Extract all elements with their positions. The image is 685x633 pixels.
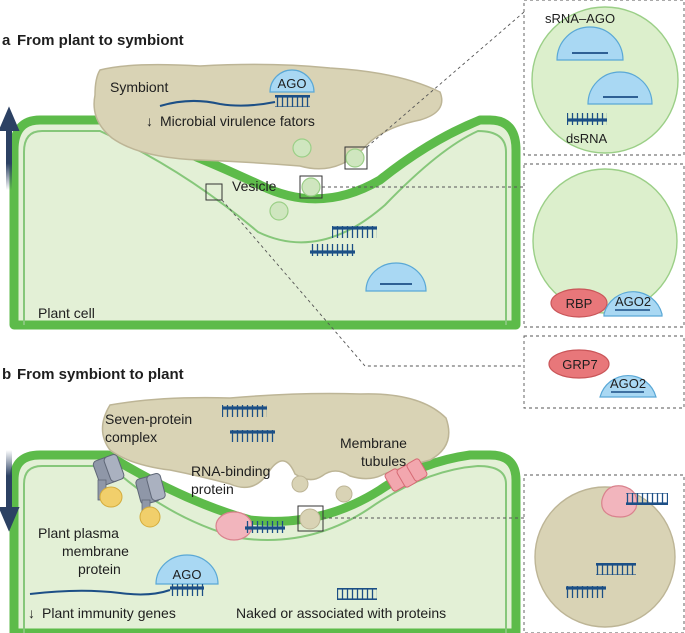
rna-strand-symbiont	[159, 100, 276, 107]
symbiont-a	[93, 63, 443, 170]
inset-b1-dsrna-1	[626, 493, 668, 505]
grp7-label: GRP7	[562, 357, 597, 372]
seven-protein-label-1: Seven-protein	[105, 411, 192, 427]
dsrna-label: dsRNA	[566, 131, 608, 146]
inset-a1: sRNA–AGO dsRNA	[523, 0, 685, 156]
inset-a3-grp7	[548, 349, 610, 379]
inset-a1-ago-2	[587, 71, 653, 105]
inset-a1-frame	[523, 0, 685, 156]
leader-a1	[366, 11, 525, 148]
ago-protein-symbiont	[269, 69, 315, 93]
symbiont-b	[101, 392, 450, 488]
arrow-down-b	[0, 450, 20, 532]
plant-cell-a-membrane	[23, 129, 507, 325]
panel-a: a From plant to symbiont Symbiont AGO ↓ …	[0, 11, 525, 367]
rbp-label: RBP	[566, 296, 593, 311]
symbiont-vesicle-2	[335, 485, 353, 503]
plant-plasma-label-2: membrane	[62, 543, 129, 559]
inset-a1-dsrna	[567, 113, 607, 125]
inset-a2-vesicle	[532, 168, 678, 314]
inset-a2-frame	[523, 163, 685, 328]
inset-a2-rbp	[550, 288, 608, 318]
vesicle-4	[269, 201, 289, 221]
zoom-box-b1	[297, 505, 324, 532]
plant-plasma-label-3: protein	[78, 561, 121, 577]
inset-a3-frame	[523, 335, 685, 409]
ago-label-symbiont: AGO	[278, 76, 307, 91]
vesicle-2	[345, 148, 365, 168]
plant-cell-label: Plant cell	[38, 305, 95, 321]
rna-strand-plant	[29, 589, 171, 596]
dsrna-rbp-b	[245, 521, 285, 533]
rna-binding-label-2: protein	[191, 481, 234, 497]
srna-ago-label: sRNA–AGO	[545, 11, 615, 26]
inset-b1	[523, 474, 685, 633]
symbiont-vesicle-3	[299, 508, 321, 530]
vesicle-label: Vesicle	[232, 178, 277, 194]
zoom-box-a1	[344, 146, 368, 170]
membrane-tubules-label-1: Membrane	[340, 435, 407, 451]
dsrna-symbiont	[275, 95, 310, 107]
zoom-box-a3	[205, 183, 223, 201]
dsrna-cell-1	[332, 226, 377, 238]
membrane-tubules-label-2: tubules	[361, 453, 406, 469]
dsrna-naked-b	[337, 588, 377, 600]
dsrna-symbiont-b2	[230, 430, 275, 442]
dsrna-ago-plant	[170, 584, 204, 596]
vesicle-3	[301, 177, 321, 197]
plasma-protein-2	[139, 506, 161, 528]
inset-b1-dsrna-2	[596, 563, 636, 575]
virulence-label: Microbial virulence fators	[160, 113, 315, 129]
seven-protein-label-2: complex	[105, 429, 157, 445]
rna-binding-label-1: RNA-binding	[191, 463, 270, 479]
ago-protein-plant	[155, 554, 219, 585]
panel-b-title: From symbiont to plant	[17, 366, 184, 383]
dsrna-cell-2	[310, 244, 355, 256]
plasma-protein-1	[99, 486, 123, 508]
ago2-label-inset3: AGO2	[610, 376, 646, 391]
panel-a-letter: a	[2, 32, 11, 49]
plant-cell-b-membrane	[23, 464, 507, 633]
membrane-tubules-icon	[384, 458, 428, 492]
symbiont-label: Symbiont	[110, 79, 168, 95]
arrow-up-a	[0, 106, 20, 190]
inset-a3: GRP7 AGO2	[523, 335, 685, 409]
symbiont-vesicle-1	[291, 475, 309, 493]
inset-a1-ago-1	[556, 26, 624, 61]
down-arrow-immunity: ↓	[28, 605, 35, 621]
inset-b1-frame	[523, 474, 685, 633]
leader-a3	[221, 199, 524, 367]
inset-a2: RBP AGO2	[523, 163, 685, 328]
ago-label-plant: AGO	[173, 567, 202, 582]
panel-b-letter: b	[2, 366, 11, 383]
ago2-label-inset2: AGO2	[615, 294, 651, 309]
inset-b1-dsrna-3	[566, 586, 606, 598]
vesicle-1	[292, 138, 312, 158]
panel-a-title: From plant to symbiont	[17, 32, 184, 49]
down-arrow-virulence: ↓	[146, 113, 153, 129]
naked-label: Naked or associated with proteins	[236, 605, 446, 621]
dsrna-symbiont-b1	[222, 405, 267, 417]
immunity-label: Plant immunity genes	[42, 605, 176, 621]
plant-plasma-label-1: Plant plasma	[38, 525, 119, 541]
panel-b: b From symbiont to plant Seven-protein c…	[0, 366, 524, 633]
